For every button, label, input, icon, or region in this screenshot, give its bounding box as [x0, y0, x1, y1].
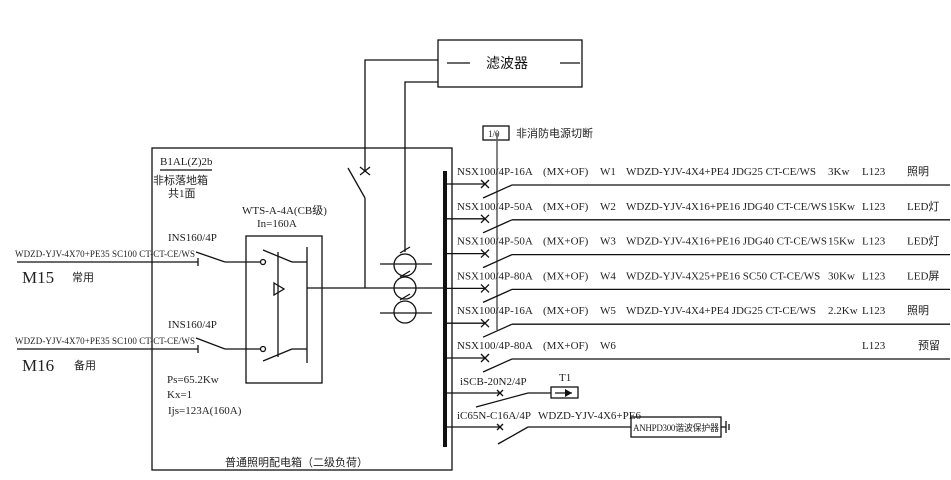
- feeder-phase: L123: [862, 340, 886, 352]
- ats-model: WTS-A-4A(CB级): [242, 204, 327, 217]
- feeder-circuit: W2: [600, 201, 616, 213]
- incoming-switch-label: INS160/4P: [168, 232, 217, 244]
- feeder-phase: L123: [862, 236, 886, 248]
- feeder-w1: NSX100/4P-16A (MX+OF) W1 WDZD-YJV-4X4+PE4 J…: [445, 165, 950, 199]
- feeder-power: 15Kw: [828, 201, 855, 213]
- feeder-power: 30Kw: [828, 270, 855, 282]
- feeder-cable: WDZD-YJV-4X4+PE4 JDG25 CT-CE/WS: [626, 166, 816, 178]
- feeder-cable: WDZD-YJV-4X25+PE16 SC50 CT-CE/WS: [626, 270, 820, 282]
- feeder-acc: (MX+OF): [543, 270, 589, 282]
- incoming-switch-label: INS160/4P: [168, 319, 217, 331]
- fire-cut-box-label: 1/0: [488, 129, 500, 139]
- ats-rating: In=160A: [257, 218, 297, 230]
- feeder-circuit: W5: [600, 305, 616, 317]
- feeder-circuit: W4: [600, 270, 616, 282]
- surge-protector-branch: iSCB-20N2/4P T1: [445, 372, 579, 408]
- feeder-load: 照明: [907, 304, 929, 317]
- filter-block: 滤波器: [347, 39, 583, 288]
- spd-tag: T1: [559, 372, 571, 384]
- incoming-role: 常用: [72, 271, 94, 284]
- feeder-acc: (MX+OF): [543, 305, 589, 317]
- feeder-load: LED灯: [907, 200, 939, 213]
- feeder-breaker: NSX100/4P-50A: [457, 236, 533, 248]
- feeder-power: 2.2Kw: [828, 305, 858, 317]
- feeder-w5: NSX100/4P-16A (MX+OF) W5 WDZD-YJV-4X4+PE4 J…: [445, 304, 950, 338]
- feeder-w4: NSX100/4P-80A (MX+OF) W4 WDZD-YJV-4X25+PE16…: [445, 269, 950, 303]
- feeder-w2: NSX100/4P-50A (MX+OF) W2 WDZD-YJV-4X16+PE16…: [445, 200, 950, 234]
- feeder-w6: NSX100/4P-80A (MX+OF) W6 L123 预留: [445, 339, 950, 373]
- feeder-circuit: W6: [600, 340, 616, 352]
- incoming-m15: WDZD-YJV-4X70+PE35 SC100 CT-CT-CE/WS M15…: [15, 232, 267, 287]
- filter-label: 滤波器: [486, 56, 528, 72]
- ats-switch: WTS-A-4A(CB级) In=160A: [242, 204, 445, 384]
- feeder-circuit: W1: [600, 166, 616, 178]
- feeder-breaker: NSX100/4P-80A: [457, 340, 533, 352]
- panel-ijs: Ijs=123A(160A): [168, 405, 242, 417]
- spd-breaker-label: iSCB-20N2/4P: [460, 376, 527, 388]
- feeder-acc: (MX+OF): [543, 236, 589, 248]
- feeder-w3: NSX100/4P-50A (MX+OF) W3 WDZD-YJV-4X16+PE16…: [445, 235, 950, 269]
- feeder-load: LED屏: [907, 269, 939, 282]
- panel-id: B1AL(Z)2b: [160, 156, 213, 168]
- feeder-breaker: NSX100/4P-16A: [457, 305, 533, 317]
- feeder-cable: WDZD-YJV-4X16+PE16 JDG40 CT-CE/WS: [626, 201, 827, 213]
- feeder-breaker: NSX100/4P-16A: [457, 166, 533, 178]
- feeder-breaker: NSX100/4P-80A: [457, 270, 533, 282]
- feeder-cable: WDZD-YJV-4X16+PE16 JDG40 CT-CE/WS: [626, 236, 827, 248]
- feeder-cable: WDZD-YJV-4X4+PE4 JDG25 CT-CE/WS: [626, 305, 816, 317]
- harmonic-cable-label: WDZD-YJV-4X6+PE6: [538, 410, 641, 422]
- feeder-circuit: W3: [600, 236, 616, 248]
- harmonic-breaker-label: iC65N-C16A/4P: [457, 410, 531, 422]
- current-transformers: [380, 246, 432, 324]
- feeder-phase: L123: [862, 166, 886, 178]
- feeder-power: 3Kw: [828, 166, 849, 178]
- panel-count: 共1面: [168, 187, 196, 200]
- feeder-phase: L123: [862, 201, 886, 213]
- incoming-role: 备用: [74, 358, 96, 372]
- panel-type: 非标落地箱: [153, 173, 208, 187]
- harmonic-device-label: ANHPD300谐波保护器: [633, 422, 719, 433]
- feeder-acc: (MX+OF): [543, 166, 589, 178]
- feeder-power: 15Kw: [828, 236, 855, 248]
- feeder-acc: (MX+OF): [543, 201, 589, 213]
- feeder-load: 照明: [907, 165, 929, 178]
- fire-cut-label: 非消防电源切断: [516, 126, 593, 140]
- feeder-phase: L123: [862, 270, 886, 282]
- feeder-load: 预留: [918, 339, 940, 352]
- harmonic-protector-branch: iC65N-C16A/4P WDZD-YJV-4X6+PE6 ANHPD300谐…: [445, 410, 730, 445]
- feeder-breaker: NSX100/4P-50A: [457, 201, 533, 213]
- incoming-cable: WDZD-YJV-4X70+PE35 SC100 CT-CT-CE/WS: [15, 249, 195, 259]
- panel-kx: Kx=1: [167, 389, 192, 401]
- incoming-id: M16: [22, 356, 54, 375]
- incoming-id: M15: [22, 268, 54, 287]
- incoming-cable: WDZD-YJV-4X70+PE35 SC100 CT-CT-CE/WS: [15, 336, 195, 346]
- fire-cut-box: [482, 125, 510, 141]
- panel-frame: [151, 147, 453, 471]
- incoming-m16: WDZD-YJV-4X70+PE35 SC100 CT-CT-CE/WS M16…: [15, 319, 267, 375]
- feeder-phase: L123: [862, 305, 886, 317]
- feeder-load: LED灯: [907, 235, 939, 248]
- panel-footer: 普通照明配电箱（二级负荷）: [225, 455, 368, 469]
- feeder-acc: (MX+OF): [543, 340, 589, 352]
- panel-ps: Ps=65.2Kw: [167, 374, 219, 386]
